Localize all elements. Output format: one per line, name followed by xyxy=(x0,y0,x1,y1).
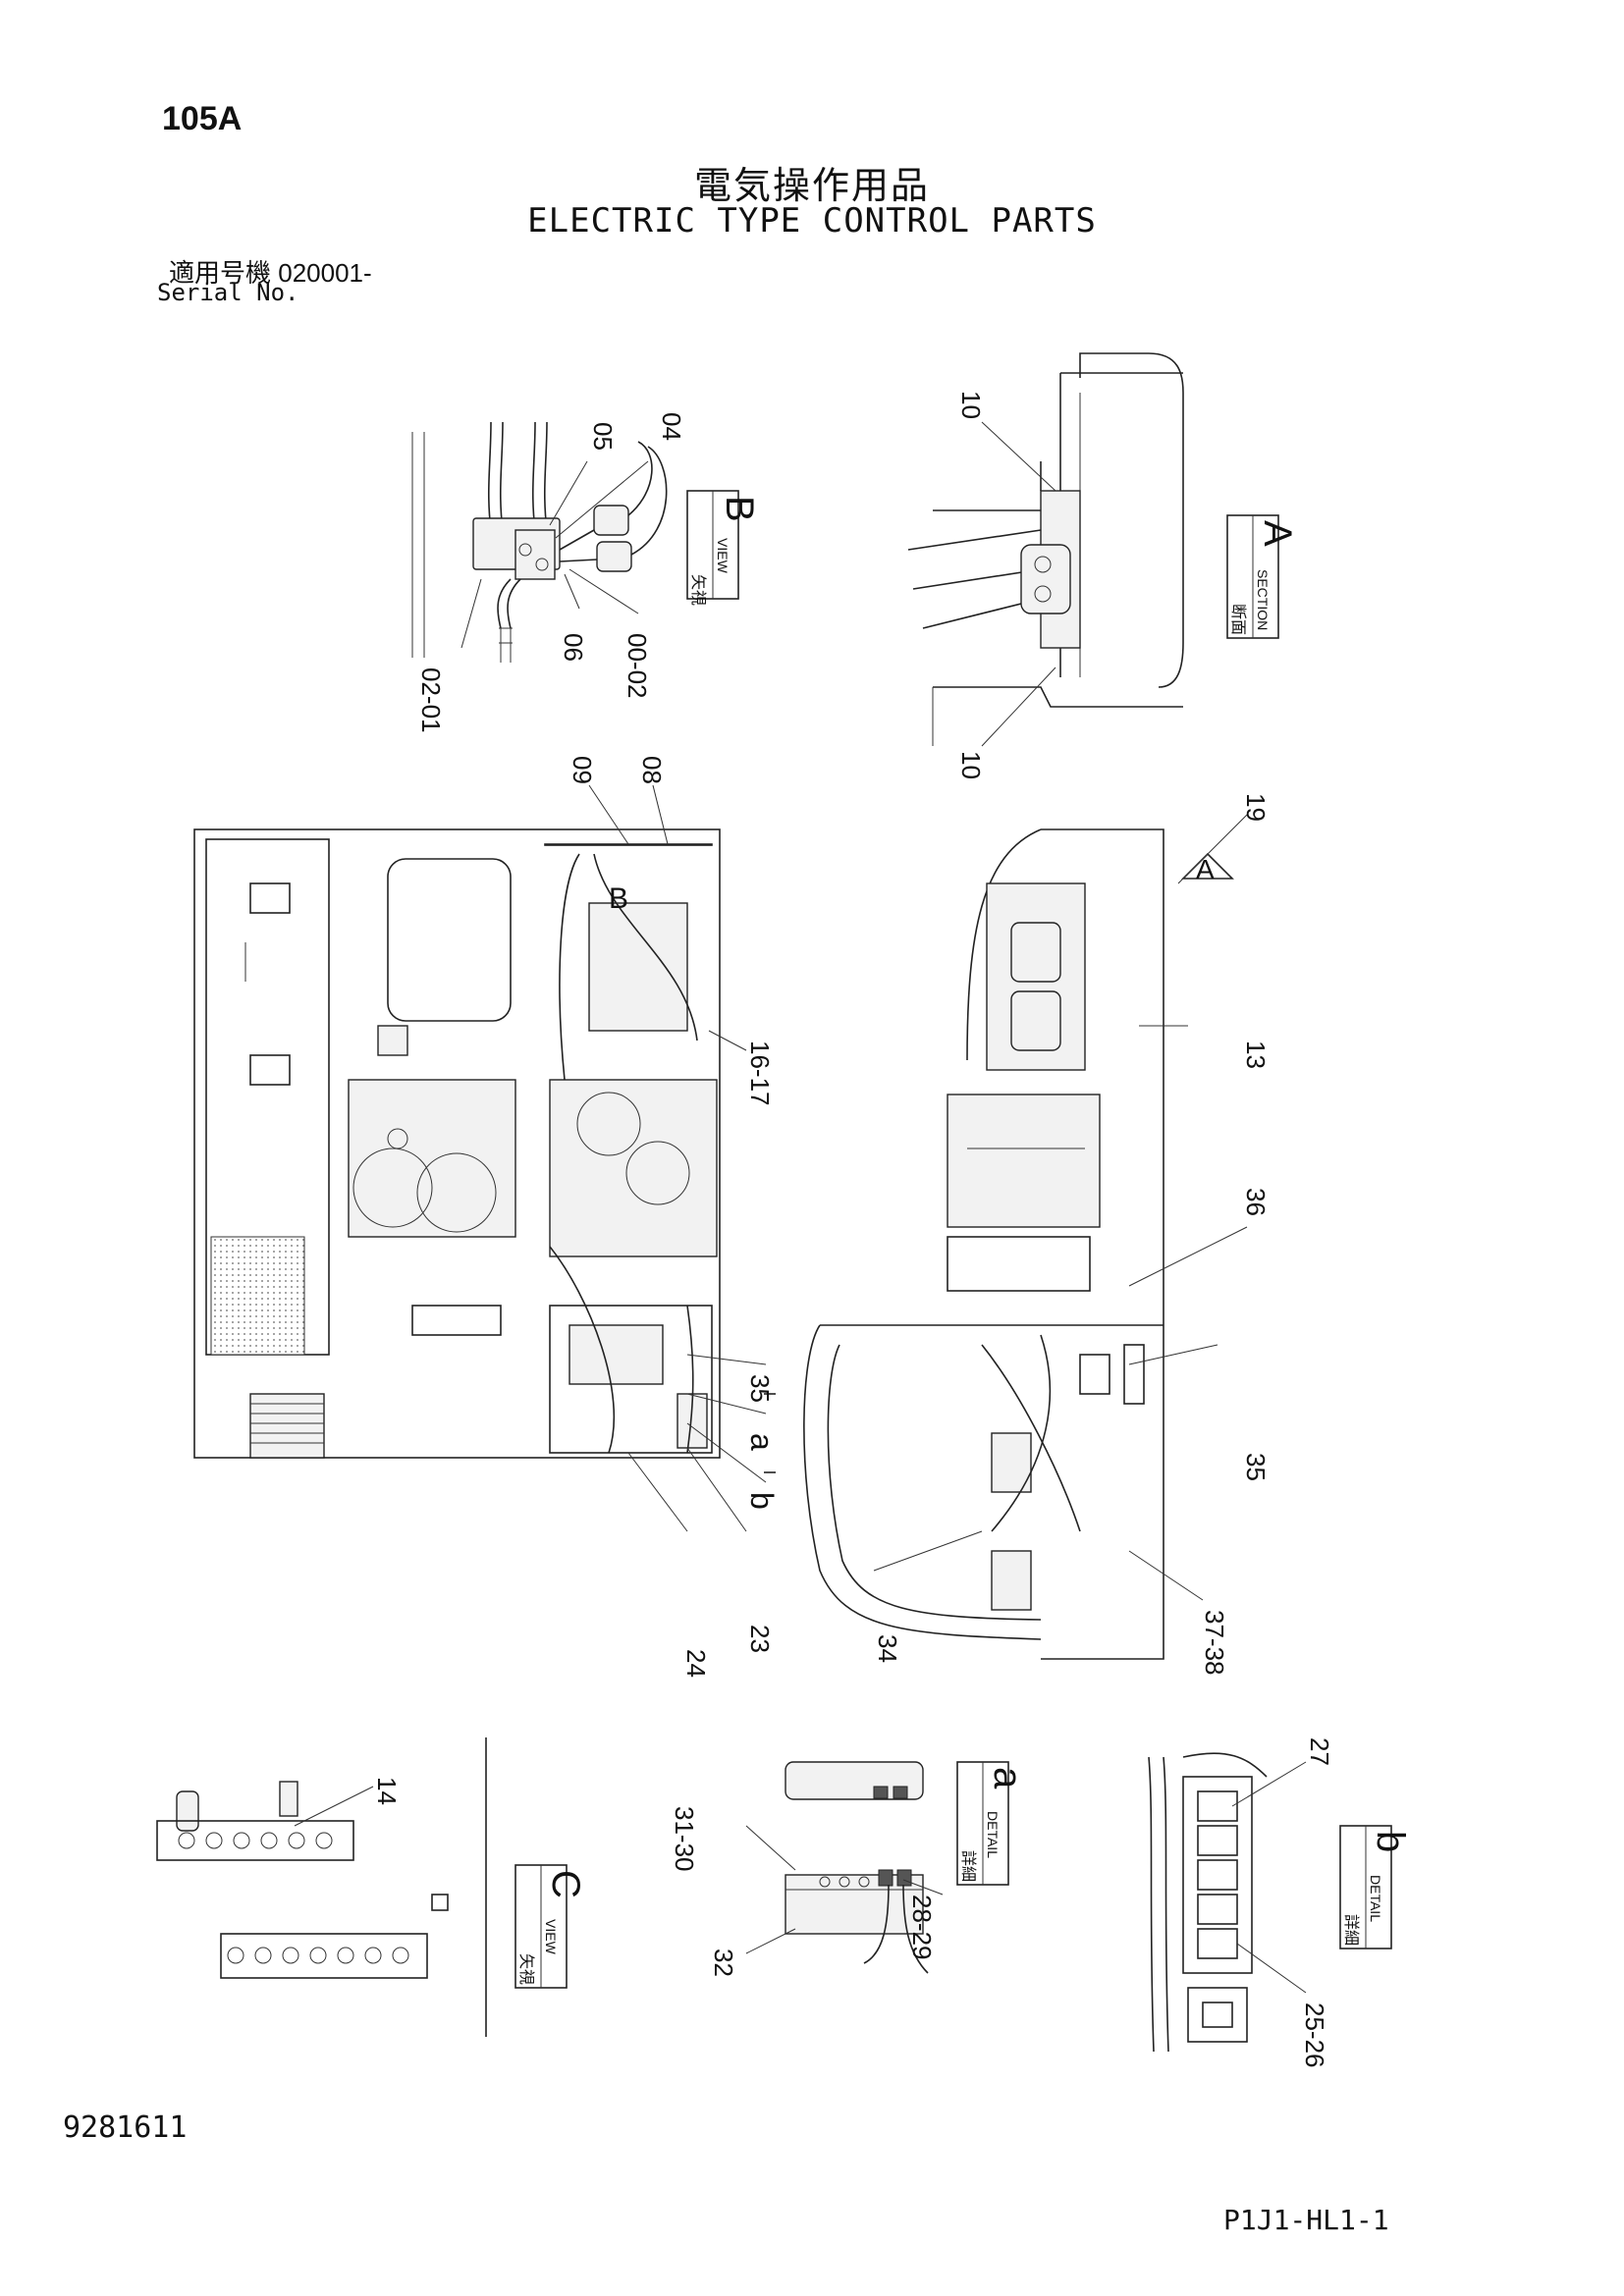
main-frame-layout-right xyxy=(803,814,1248,1660)
section-a-letter: A xyxy=(1256,520,1299,547)
view-b-japanese: 矢視 xyxy=(689,574,707,606)
serial-number-line: 適用号機 020001- xyxy=(169,253,372,290)
callout-35-left: 35 xyxy=(745,1374,775,1403)
section-a-arrow-letter: A xyxy=(1196,854,1215,884)
callout-14: 14 xyxy=(372,1777,402,1805)
callout-35-right: 35 xyxy=(1241,1453,1271,1481)
callout-28-29: 28-29 xyxy=(907,1895,937,1960)
callout-04: 04 xyxy=(657,412,686,441)
section-a-japanese: 断面 xyxy=(1229,604,1247,635)
detail-b-letter: b xyxy=(1369,1831,1412,1852)
callout-05: 05 xyxy=(588,422,618,451)
page-title-english: ELECTRIC TYPE CONTROL PARTS xyxy=(527,201,1097,240)
callout-10-bottom: 10 xyxy=(956,751,986,779)
callout-16-17: 16-17 xyxy=(745,1041,775,1106)
view-b-arrow-letter: B xyxy=(609,882,628,915)
callout-25-26: 25-26 xyxy=(1300,2002,1329,2068)
page-code: 105A xyxy=(162,100,243,137)
callout-09: 09 xyxy=(568,756,597,784)
callout-27: 27 xyxy=(1305,1737,1334,1766)
detail-b-japanese: 詳細 xyxy=(1342,1914,1360,1946)
serial-label-japanese: 適用号機 xyxy=(169,258,272,288)
callout-06: 06 xyxy=(559,633,588,662)
callout-19: 19 xyxy=(1241,793,1271,822)
view-c-japanese: 矢視 xyxy=(517,1953,535,1985)
section-a-drawing xyxy=(907,352,1279,747)
sheet-code: P1J1-HL1-1 xyxy=(1223,2204,1389,2236)
callout-00-02: 00-02 xyxy=(623,633,652,699)
callout-a: a xyxy=(744,1433,780,1451)
page-title-japanese: 電気操作用品 xyxy=(693,166,930,207)
view-c-letter: C xyxy=(544,1870,587,1898)
callout-02-01: 02-01 xyxy=(416,667,446,733)
callout-b: b xyxy=(744,1492,780,1510)
detail-b-drawing xyxy=(1148,1752,1392,2053)
serial-number-value: 020001- xyxy=(278,258,372,288)
callout-10-top: 10 xyxy=(956,391,986,419)
callout-32: 32 xyxy=(709,1949,738,1977)
view-b-letter: B xyxy=(718,496,761,522)
callout-37-38: 37-38 xyxy=(1200,1610,1229,1676)
callout-31-30: 31-30 xyxy=(670,1806,699,1872)
drawing-number: 9281611 xyxy=(63,2110,188,2145)
detail-b-english: DETAIL xyxy=(1368,1875,1383,1922)
section-a-english: SECTION xyxy=(1255,569,1271,630)
main-frame-layout-left xyxy=(193,784,776,1532)
callout-23: 23 xyxy=(745,1625,775,1653)
detail-a-japanese: 詳細 xyxy=(959,1850,977,1882)
callout-34: 34 xyxy=(873,1634,902,1663)
callout-36: 36 xyxy=(1241,1188,1271,1216)
serial-label-english: Serial No. xyxy=(157,279,299,306)
callout-08: 08 xyxy=(637,756,667,784)
view-b-english: VIEW xyxy=(715,538,731,574)
view-c-drawing xyxy=(156,1737,568,2037)
detail-a-english: DETAIL xyxy=(985,1811,1001,1858)
callout-24: 24 xyxy=(681,1649,711,1678)
detail-a-letter: a xyxy=(986,1767,1029,1789)
view-b-drawing xyxy=(411,421,739,663)
view-c-english: VIEW xyxy=(543,1919,559,1955)
detail-a-drawing xyxy=(745,1761,1009,1974)
callout-13: 13 xyxy=(1241,1041,1271,1069)
